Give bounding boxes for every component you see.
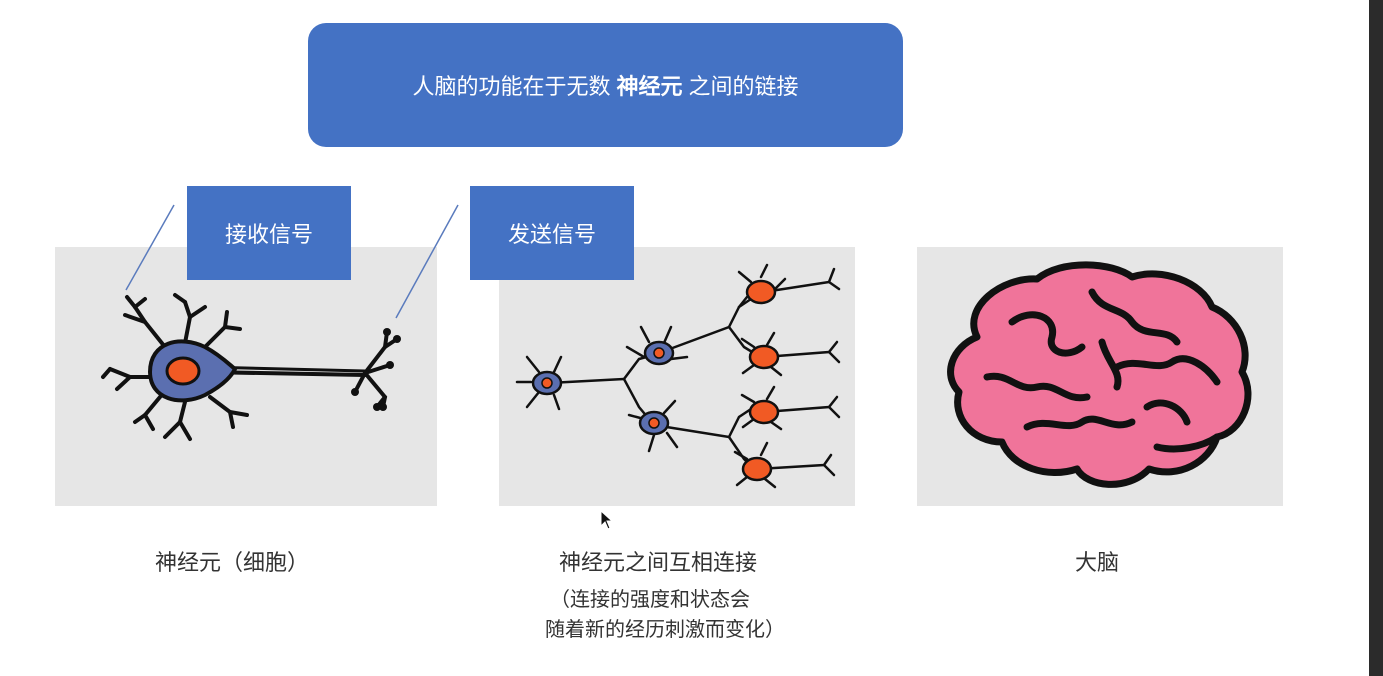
network-note-line1: （连接的强度和状态会: [550, 587, 750, 611]
network-caption: 神经元之间互相连接: [559, 551, 758, 576]
mouse-cursor-icon: [600, 510, 614, 530]
brain-caption: 大脑: [1075, 551, 1120, 576]
banner-text-bold: 神经元: [616, 75, 683, 100]
banner-text-before: 人脑的功能在于无数: [412, 75, 611, 100]
window-edge: [1369, 0, 1383, 676]
brain-illustration: [947, 261, 1252, 488]
brain-panel: [917, 247, 1283, 506]
network-note-line2: 随着新的经历刺激而变化）: [545, 617, 785, 641]
receive-signal-label: 接收信号: [224, 223, 313, 248]
receive-signal-callout: 接收信号: [187, 186, 351, 280]
banner-text-after: 之间的链接: [688, 75, 799, 100]
title-banner: 人脑的功能在于无数 神经元 之间的链接: [308, 23, 903, 147]
network-panel: [499, 247, 855, 506]
send-signal-callout: 发送信号: [470, 186, 634, 280]
send-signal-label: 发送信号: [507, 223, 596, 248]
neuron-panel: [55, 247, 437, 506]
neuron-caption: 神经元（细胞）: [155, 551, 310, 576]
neuron-illustration: [101, 293, 401, 441]
neuron-network-illustration: [515, 263, 841, 489]
